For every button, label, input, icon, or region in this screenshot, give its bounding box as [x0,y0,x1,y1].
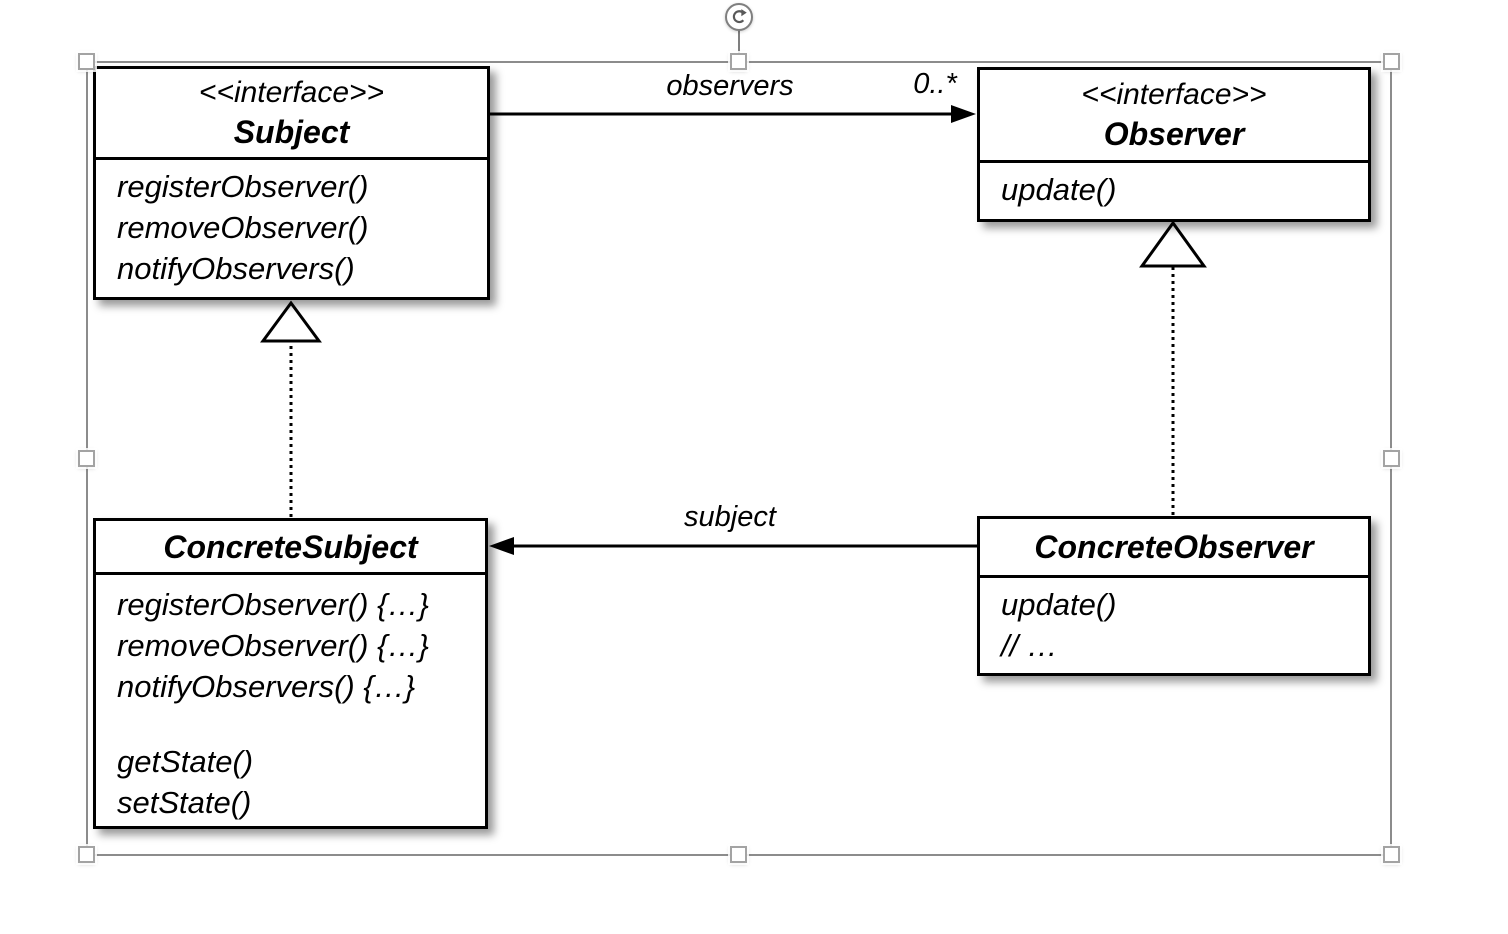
association-label-subject: subject [684,501,776,533]
method-spacer [117,707,479,741]
method-line: removeObserver() {…} [117,628,429,663]
class-concrete-observer-header: ConcreteObserver [980,519,1368,578]
class-subject-header: <<interface>> Subject [96,69,487,160]
class-observer-header: <<interface>> Observer [980,70,1368,163]
class-concrete-subject-name: ConcreteSubject [163,528,418,565]
resize-handle-top-right[interactable] [1383,53,1400,70]
resize-handle-top-middle[interactable] [730,53,747,70]
resize-handle-middle-right[interactable] [1383,450,1400,467]
method-line: // … [1001,628,1058,663]
association-multiplicity-observers: 0..* [913,68,957,100]
class-concrete-observer-name: ConcreteObserver [1034,529,1314,565]
method-line: update() [1001,587,1117,622]
class-subject-methods: registerObserver() removeObserver() noti… [96,160,487,289]
class-concrete-subject[interactable]: ConcreteSubject registerObserver() {…} r… [93,518,488,829]
method-line: registerObserver() {…} [117,587,429,622]
class-subject[interactable]: <<interface>> Subject registerObserver()… [93,66,490,300]
method-line: removeObserver() [117,210,369,245]
class-observer-stereotype: <<interface>> [1081,78,1267,111]
method-line: update() [1001,172,1117,207]
class-observer-methods: update() [980,163,1368,210]
resize-handle-top-left[interactable] [78,53,95,70]
rotate-clockwise-icon [732,9,747,24]
class-observer-name: Observer [1103,116,1245,152]
method-line: notifyObservers() {…} [117,669,416,704]
association-label-observers: observers [666,70,794,102]
resize-handle-bottom-right[interactable] [1383,846,1400,863]
method-line: getState() [117,744,254,779]
rotate-handle-stem [738,30,740,54]
method-line: registerObserver() [117,169,369,204]
class-subject-name: Subject [233,114,350,150]
class-observer[interactable]: <<interface>> Observer update() [977,67,1371,222]
class-concrete-subject-header: ConcreteSubject [96,521,485,575]
class-concrete-observer[interactable]: ConcreteObserver update() // … [977,516,1371,676]
resize-handle-bottom-middle[interactable] [730,846,747,863]
class-subject-stereotype: <<interface>> [198,76,385,109]
rotate-handle[interactable] [725,3,753,31]
resize-handle-middle-left[interactable] [78,450,95,467]
method-line: setState() [117,785,252,820]
class-concrete-subject-methods: registerObserver() {…} removeObserver() … [96,575,485,823]
class-concrete-observer-methods: update() // … [980,578,1368,666]
resize-handle-bottom-left[interactable] [78,846,95,863]
method-line: notifyObservers() [117,251,355,286]
